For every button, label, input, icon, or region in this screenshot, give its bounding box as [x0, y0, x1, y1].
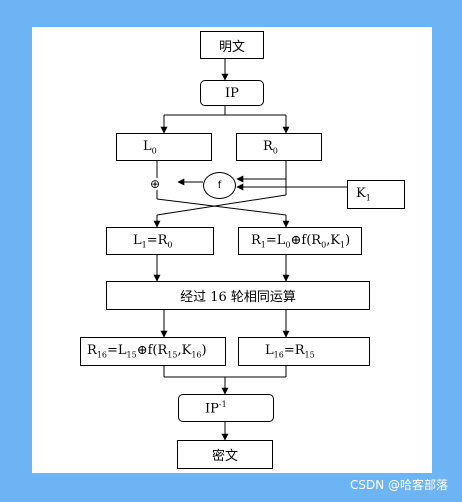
r16-box: R16=L15⊕f(R15,K16): [80, 337, 226, 366]
l0-box: L0: [116, 133, 212, 161]
f-function-node: f: [203, 172, 236, 199]
l16-label: L16=R15: [265, 343, 315, 360]
l16-box: L16=R15: [238, 337, 370, 366]
k1-label: K1: [356, 186, 371, 203]
rounds-label: 经过 16 轮相同运算: [180, 290, 296, 305]
ciphertext-box: 密文: [177, 440, 273, 469]
r16-label: R16=L15⊕f(R15,K16): [87, 343, 207, 360]
cross-left-right: [156, 198, 287, 216]
r0-label: R0: [263, 138, 278, 156]
r1-label: R1=L0⊕f(R0,K1): [251, 232, 351, 250]
plaintext-label: 明文: [218, 39, 245, 55]
connector-lines: [153, 59, 347, 441]
ip-inverse-box: IP-1: [178, 394, 274, 422]
ip-label: IP: [225, 85, 239, 101]
r1-box: R1=L0⊕f(R0,K1): [238, 227, 362, 255]
r0-box: R0: [236, 133, 322, 161]
l0-label: L0: [143, 138, 157, 156]
diagram-canvas: 明文 IP L0 R0 ⊕ f K1 L1=R0 R1=L0⊕f(R0,K1) …: [32, 27, 432, 473]
k1-box: K1: [347, 180, 405, 209]
ip-box: IP: [200, 80, 264, 106]
l1-box: L1=R0: [106, 227, 214, 255]
watermark-text: CSDN @哈客部落: [349, 478, 448, 492]
f-label: f: [217, 180, 222, 191]
rounds-box: 经过 16 轮相同运算: [106, 281, 370, 310]
l1-label: L1=R0: [133, 232, 173, 250]
xor-symbol: ⊕: [150, 177, 161, 191]
plaintext-box: 明文: [200, 31, 264, 59]
cross-right-left: [156, 194, 287, 216]
ip-inverse-label: IP-1: [205, 399, 227, 417]
ciphertext-label: 密文: [211, 449, 238, 464]
